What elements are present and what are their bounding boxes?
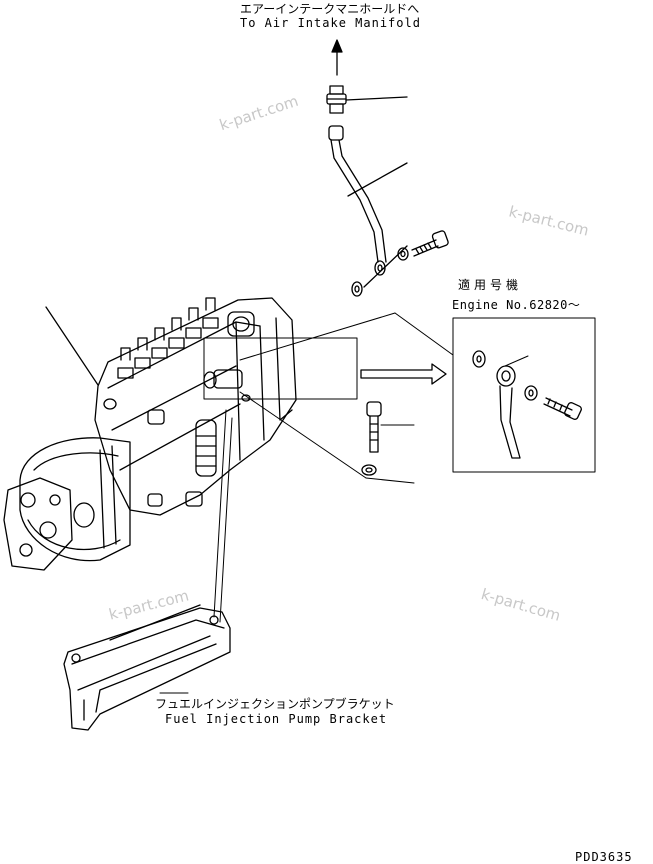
bracket-label-en: Fuel Injection Pump Bracket (165, 712, 388, 726)
drawing-code: PDD3635 (575, 850, 633, 864)
washer (351, 281, 363, 297)
detail-callout-box (203, 337, 358, 400)
detail-inset-box (452, 317, 596, 473)
leader-lines (159, 409, 233, 694)
inset-washer (524, 385, 538, 401)
inset-bolt (543, 397, 582, 420)
direction-arrow-icon (331, 39, 343, 76)
washer (361, 464, 377, 476)
hollow-bolt (366, 401, 382, 453)
air-intake-label-jp: エアーインテークマニホールドへ (240, 2, 420, 16)
pump-timer-housing (3, 437, 131, 571)
leader-lines (45, 96, 408, 386)
bracket-label-jp: フュエルインジェクションポンプブラケット (155, 697, 395, 711)
applicable-label-jp: 適用号機 (458, 278, 523, 292)
air-intake-label-en: To Air Intake Manifold (240, 16, 421, 30)
detail-arrow-icon (360, 363, 447, 385)
intake-pipe (328, 125, 387, 276)
engine-number-label: Engine No.62820～ (452, 298, 581, 312)
inset-washer (472, 350, 486, 368)
magnification-lines (239, 312, 454, 484)
connector-fitting (326, 85, 347, 114)
inset-pipe (496, 365, 521, 459)
eye-bolt (411, 230, 449, 257)
fuel-injection-pump (94, 297, 297, 516)
